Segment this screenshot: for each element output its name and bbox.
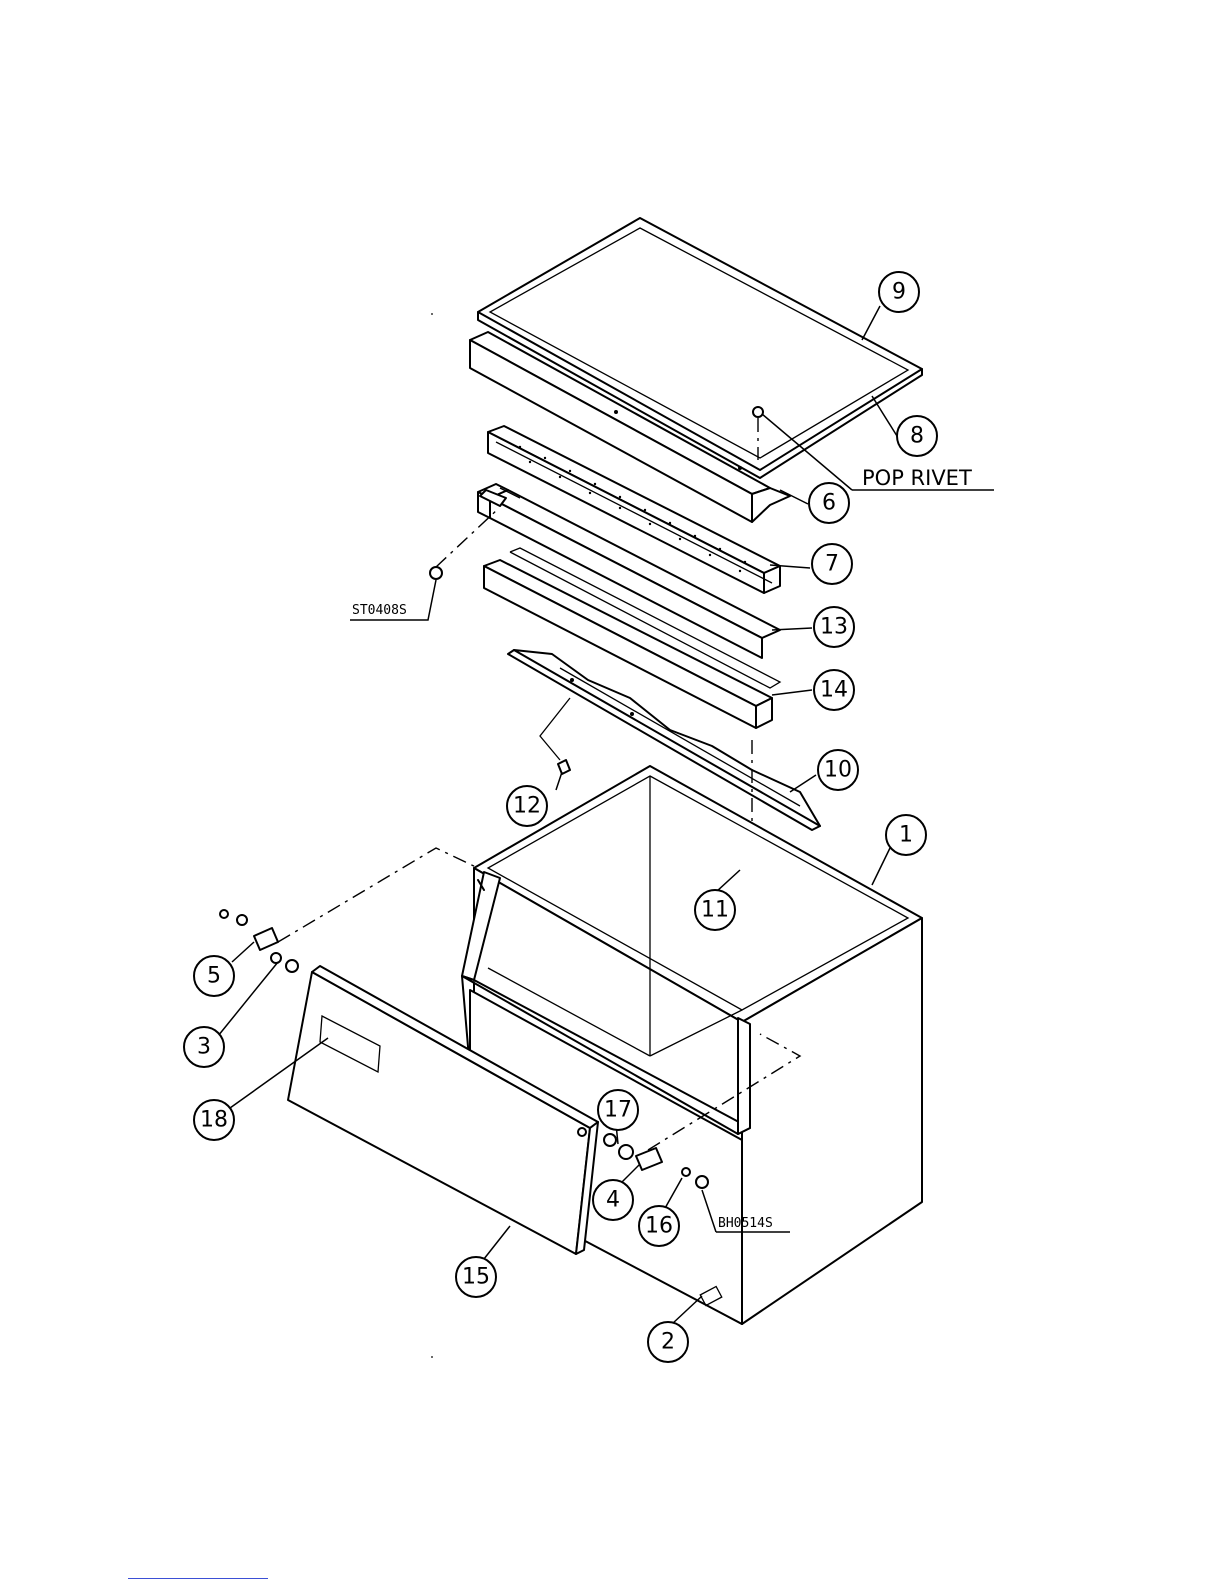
callout-1: 1 [886, 815, 926, 855]
footer-link-underline[interactable] [128, 1578, 268, 1579]
callout-5: 5 [194, 956, 234, 996]
callout-2: 2 [648, 1322, 688, 1362]
svg-text:15: 15 [462, 1265, 490, 1290]
svg-text:17: 17 [604, 1098, 632, 1123]
callout-4: 4 [593, 1180, 633, 1220]
svg-text:11: 11 [701, 898, 729, 923]
callout-14: 14 [814, 670, 854, 710]
callout-16: 16 [639, 1206, 679, 1246]
callout-3: 3 [184, 1027, 224, 1067]
svg-text:2: 2 [661, 1330, 675, 1355]
svg-text:18: 18 [200, 1108, 228, 1133]
svg-text:7: 7 [825, 552, 839, 577]
st0408s-label: ST0408S [352, 603, 407, 618]
svg-text:1: 1 [899, 823, 913, 848]
svg-text:8: 8 [910, 424, 924, 449]
svg-text:9: 9 [892, 280, 906, 305]
svg-text:13: 13 [820, 615, 848, 640]
svg-text:6: 6 [822, 491, 836, 516]
callout-13: 13 [814, 607, 854, 647]
bh0514s-label: BH0514S [718, 1216, 773, 1231]
screw-12 [540, 698, 570, 774]
callout-18: 18 [194, 1100, 234, 1140]
svg-text:16: 16 [645, 1214, 673, 1239]
svg-text:14: 14 [820, 678, 848, 703]
callout-15: 15 [456, 1257, 496, 1297]
svg-text:3: 3 [197, 1035, 211, 1060]
callout-12: 12 [507, 786, 547, 826]
cabinet-body [462, 766, 922, 1324]
svg-text:5: 5 [207, 964, 221, 989]
left-hinge-hardware [220, 848, 478, 972]
callout-11: 11 [695, 890, 735, 930]
svg-text:4: 4 [606, 1188, 620, 1213]
lid-frame [478, 218, 922, 478]
svg-text:10: 10 [824, 758, 852, 783]
pop-rivet-label: POP RIVET [862, 466, 972, 490]
callout-9: 9 [879, 272, 919, 312]
callout-17: 17 [598, 1090, 638, 1130]
callout-8: 8 [897, 416, 937, 456]
callout-10: 10 [818, 750, 858, 790]
callout-6: 6 [809, 483, 849, 523]
callout-7: 7 [812, 544, 852, 584]
svg-text:12: 12 [513, 794, 541, 819]
